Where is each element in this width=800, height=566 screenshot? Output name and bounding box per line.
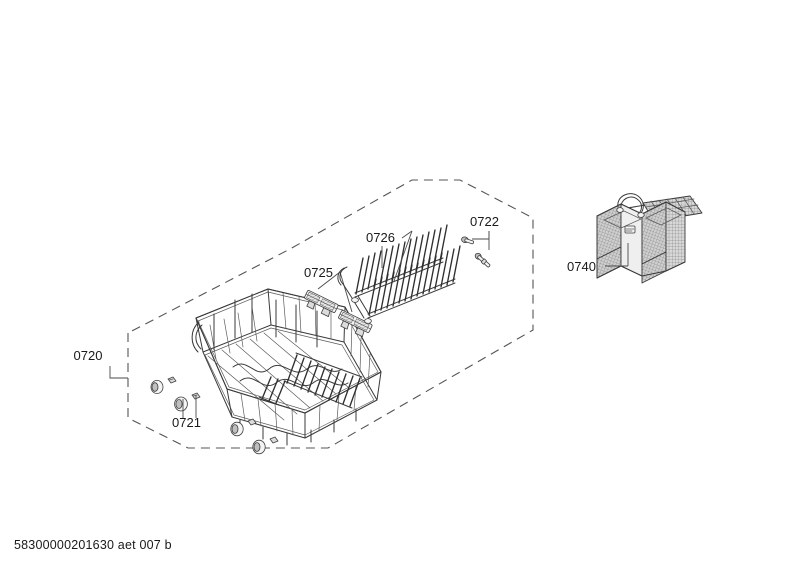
assembly-group-boundary (127, 179, 534, 449)
part-label-0725: 0725 (304, 265, 333, 280)
cutlery-basket: 0740 (567, 193, 703, 284)
foldable-plate-tine-rack: 0726 (337, 224, 461, 324)
part-label-0722: 0722 (470, 214, 499, 229)
rack-roller-wheels: 0721 (150, 376, 279, 455)
part-label-0740: 0740 (567, 259, 596, 274)
part-label-0720: 0720 (74, 348, 103, 363)
part-label-0726: 0726 (366, 230, 395, 245)
lower-dish-rack (191, 288, 382, 446)
callout-0720: 0720 (74, 348, 128, 379)
tine-row-front (367, 245, 461, 319)
document-footer-code: 58300000201630 aet 007 b (14, 538, 172, 552)
fastening-pins: 0722 (461, 214, 499, 268)
part-label-0721: 0721 (172, 415, 201, 430)
integrated-tine-row (283, 352, 363, 409)
rack-clip-brackets: 0725 (304, 265, 373, 338)
integrated-tine-row-secondary (258, 376, 286, 406)
